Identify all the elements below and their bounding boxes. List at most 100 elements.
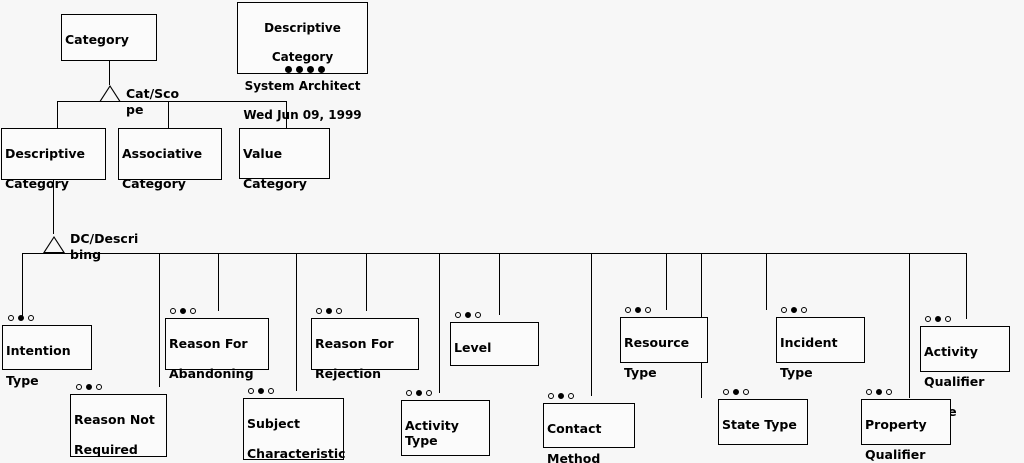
connector-drop-subject-characteristic-type: [296, 253, 297, 391]
adorn-open-1: [925, 316, 931, 322]
adorn-filled: [180, 308, 186, 314]
node-activity-type-line1: Activity Type: [405, 418, 459, 448]
connector-descriptive-category-stem: [53, 180, 54, 234]
adorn-open-2: [645, 307, 651, 313]
connector-root-stem: [109, 61, 110, 85]
connector-drop-associative-category: [168, 101, 169, 128]
node-reason-not-required-line1: Reason Not: [74, 412, 155, 427]
node-state-type[interactable]: State Type: [718, 399, 808, 445]
adorn-open-2: [568, 393, 574, 399]
node-value-category-line2: Category: [243, 176, 307, 191]
title-box-dots: [285, 66, 325, 73]
title-dot-2: [296, 66, 303, 73]
adorn-open-2: [96, 384, 102, 390]
connector-drop-descriptive-category: [57, 101, 58, 128]
node-associative-category-line2: Category: [122, 176, 186, 191]
node-reason-for-abandoning[interactable]: Reason For Abandoning: [165, 318, 269, 381]
adorn-open-1: [548, 393, 554, 399]
adornment-contact-method: [548, 393, 574, 399]
adorn-open-2: [743, 389, 749, 395]
adorn-open-1: [248, 388, 254, 394]
node-associative-category-line1: Associative: [122, 146, 203, 161]
edge-label-cat-scope: Cat/Sco pe: [126, 86, 202, 118]
connector-drop-intention-type: [22, 253, 23, 318]
connector-drop-contact-method: [591, 253, 592, 396]
node-reason-for-rejection[interactable]: Reason For Rejection: [311, 318, 419, 381]
adorn-open-2: [475, 312, 481, 318]
adorn-open-1: [455, 312, 461, 318]
adorn-open-1: [406, 390, 412, 396]
adorn-filled: [326, 308, 332, 314]
node-property-qualifier-type[interactable]: Property Qualifier Type: [861, 399, 951, 462]
edge-label-dc-describing: DC/Descri bing: [70, 231, 146, 263]
adornment-reason-for-rejection: [316, 308, 342, 314]
adorn-open-1: [625, 307, 631, 313]
adornment-level: [455, 312, 481, 318]
node-activity-qualifier-type-line1: Activity: [924, 344, 978, 359]
adorn-open-2: [886, 389, 892, 395]
node-associative-category[interactable]: Associative Category: [118, 128, 222, 191]
node-incident-type[interactable]: Incident Type: [776, 317, 865, 380]
adorn-open-2: [28, 315, 34, 321]
edge-label-dc-describing-line2: bing: [70, 247, 102, 262]
adorn-open-1: [170, 308, 176, 314]
node-subject-characteristic-type-line1: Subject: [247, 416, 300, 431]
adornment-activity-qualifier-type: [925, 316, 951, 322]
node-reason-for-abandoning-line1: Reason For: [169, 336, 248, 351]
adorn-filled: [465, 312, 471, 318]
edge-label-cat-scope-line2: pe: [126, 102, 144, 117]
node-subject-characteristic-type-line2: Characteristic: [247, 446, 346, 461]
adornment-resource-type: [625, 307, 651, 313]
adorn-open-2: [190, 308, 196, 314]
adorn-filled: [86, 384, 92, 390]
connector-drop-value-category: [286, 101, 287, 128]
adornment-reason-for-abandoning: [170, 308, 196, 314]
node-activity-qualifier-type[interactable]: Activity Qualifier Type: [920, 326, 1010, 419]
connector-drop-reason-for-abandoning: [218, 253, 219, 311]
node-intention-type[interactable]: Intention Type: [2, 325, 92, 388]
node-property-qualifier-type-line1: Property: [865, 417, 927, 432]
node-reason-for-rejection-line2: Rejection: [315, 366, 382, 381]
adorn-open-1: [781, 307, 787, 313]
adorn-open-1: [8, 315, 14, 321]
node-level[interactable]: Level: [450, 322, 539, 366]
node-state-type-line1: State Type: [722, 417, 797, 432]
node-intention-type-line1: Intention: [6, 343, 71, 358]
adornment-activity-type: [406, 390, 432, 396]
adorn-open-1: [316, 308, 322, 314]
title-line-2: Category: [271, 49, 334, 64]
edge-label-cat-scope-line1: Cat/Sco: [126, 86, 180, 101]
node-category[interactable]: Category: [61, 14, 157, 61]
adorn-filled: [935, 316, 941, 322]
node-intention-type-line2: Type: [6, 373, 39, 388]
node-activity-type[interactable]: Activity Type: [401, 400, 490, 456]
adornment-intention-type: [8, 315, 34, 321]
adornment-reason-not-required: [76, 384, 102, 390]
adorn-open-2: [268, 388, 274, 394]
title-dot-1: [285, 66, 292, 73]
node-incident-type-line1: Incident: [780, 335, 838, 350]
node-reason-not-required-line2: Required: [74, 442, 138, 457]
node-reason-not-required[interactable]: Reason Not Required: [70, 394, 167, 457]
node-resource-type[interactable]: Resource Type: [620, 317, 708, 380]
adorn-open-1: [723, 389, 729, 395]
adornment-incident-type: [781, 307, 807, 313]
connector-drop-incident-type: [766, 253, 767, 310]
node-value-category[interactable]: Value Category: [239, 128, 330, 191]
node-contact-method[interactable]: Contact Method: [543, 403, 635, 463]
title-author: System Architect: [244, 78, 361, 93]
adorn-open-2: [426, 390, 432, 396]
connector-bus-level2: [22, 253, 967, 254]
node-value-category-line1: Value: [243, 146, 283, 161]
adornment-property-qualifier-type: [866, 389, 892, 395]
adorn-filled: [416, 390, 422, 396]
connector-drop-resource-type: [666, 253, 667, 310]
title-dot-4: [318, 66, 325, 73]
node-descriptive-category[interactable]: Descriptive Category: [1, 128, 106, 191]
node-level-line1: Level: [454, 340, 492, 355]
diagram-title-box: Descriptive Category System Architect We…: [237, 2, 368, 122]
adorn-open-2: [945, 316, 951, 322]
node-subject-characteristic-type[interactable]: Subject Characteristic Type: [243, 398, 346, 461]
node-category-label: Category: [65, 32, 129, 47]
title-date: Wed Jun 09, 1999: [243, 107, 362, 122]
